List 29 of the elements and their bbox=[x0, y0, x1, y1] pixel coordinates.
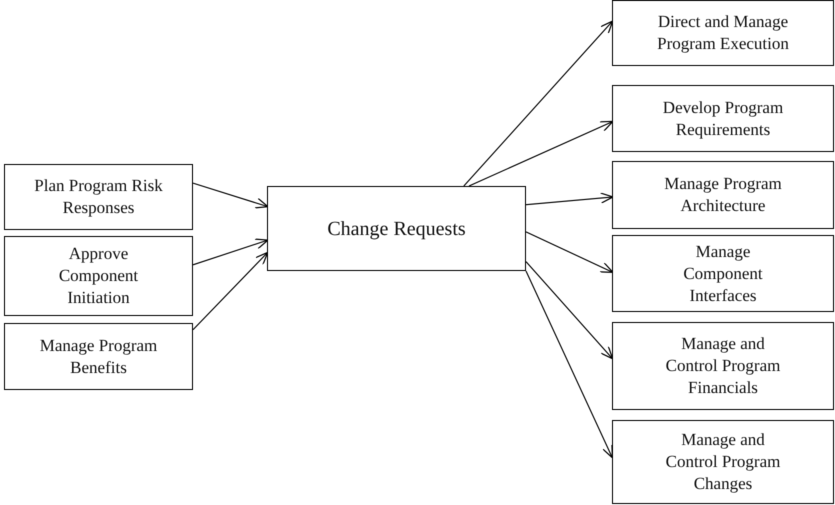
process-box bbox=[612, 235, 834, 312]
arrow bbox=[192, 252, 268, 330]
process-box bbox=[612, 0, 834, 66]
box-label: Manage Component Interfaces bbox=[682, 240, 764, 306]
box-label: Approve Component Initiation bbox=[58, 243, 140, 309]
box-label: Develop Program Requirements bbox=[662, 96, 784, 140]
box-label: Manage and Control Program Financials bbox=[664, 333, 782, 399]
arrow bbox=[192, 182, 269, 208]
arrow bbox=[192, 238, 269, 266]
arrow bbox=[526, 270, 614, 458]
arrow bbox=[468, 120, 614, 186]
box-label: Manage Program Benefits bbox=[38, 334, 158, 378]
arrow bbox=[526, 231, 614, 273]
process-box bbox=[4, 236, 193, 316]
arrow bbox=[526, 261, 614, 360]
box-label: Manage Program Architecture bbox=[663, 173, 783, 217]
arrow bbox=[463, 20, 614, 186]
box-label: Direct and Manage Program Execution bbox=[656, 11, 790, 55]
process-box bbox=[612, 85, 834, 152]
arrow bbox=[526, 192, 614, 206]
process-box bbox=[4, 164, 193, 230]
process-box bbox=[4, 323, 193, 390]
box-label: Manage and Control Program Changes bbox=[664, 429, 782, 495]
process-box bbox=[612, 322, 834, 410]
process-box bbox=[267, 186, 526, 271]
box-label: Change Requests bbox=[327, 218, 466, 240]
process-box bbox=[612, 161, 834, 229]
process-box bbox=[612, 420, 834, 504]
box-label: Plan Program Risk Responses bbox=[33, 175, 164, 219]
